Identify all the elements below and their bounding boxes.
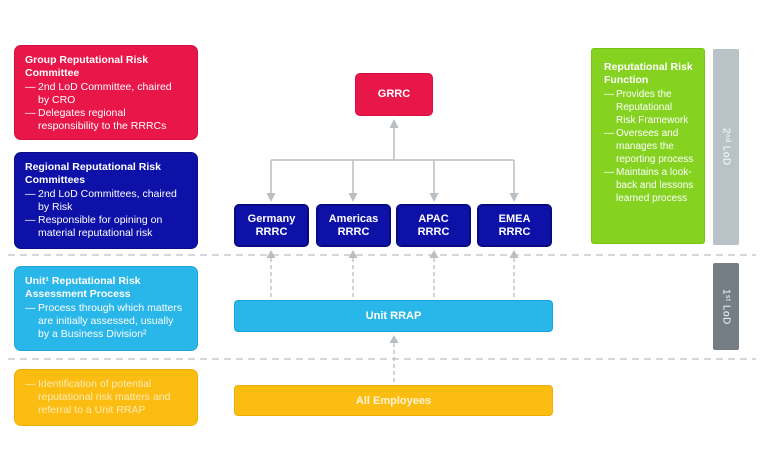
panel-unit-rrap-process: Unit¹ Reputational Risk Assessment Proce… <box>14 266 198 351</box>
bullet-item: — Oversees and manages the reporting pro… <box>604 127 694 166</box>
node-emea-rrrc: EMEA RRRC <box>477 204 552 247</box>
panel-title: Reputational Risk Function <box>604 61 693 86</box>
lod-bar-2nd: 2ⁿᵈ LoD <box>713 49 739 245</box>
panel-reputational-risk-function: Reputational Risk Function — Provides th… <box>591 48 705 244</box>
bullet-text: Delegates regional responsibility to the… <box>38 107 167 132</box>
bullet-text: Responsible for opining on material repu… <box>38 214 163 239</box>
node-americas-rrrc: Americas RRRC <box>316 204 391 247</box>
bullet-text: Identification of potential reputational… <box>38 378 171 416</box>
bullet-item: — 2nd LoD Committees, chaired by Risk <box>25 188 183 214</box>
bullet-text: Maintains a look-back and lessons learne… <box>616 167 694 204</box>
lod-bar-1st: 1ˢᵗ LoD <box>713 263 739 350</box>
panel-title: Unit¹ Reputational Risk Assessment Proce… <box>25 275 141 300</box>
bullet-text: Process through which matters are initia… <box>38 302 183 340</box>
bullet-dash: — <box>25 214 36 226</box>
node-all-employees: All Employees <box>234 385 553 416</box>
bullet-dash: — <box>25 107 36 119</box>
bullet-item: — Identification of potential reputation… <box>25 378 183 417</box>
bullet-dash: — <box>604 128 614 139</box>
panel-regional-rrc: Regional Reputational Risk Committees — … <box>14 152 198 249</box>
panel-title: Group Reputational Risk Committee <box>25 54 149 79</box>
panel-title: Regional Reputational Risk Committees <box>25 161 161 186</box>
node-germany-rrrc: Germany RRRC <box>234 204 309 247</box>
node-grrc: GRRC <box>355 73 433 116</box>
panel-group-rrc: Group Reputational Risk Committee — 2nd … <box>14 45 198 140</box>
bullet-dash: — <box>604 89 614 100</box>
lod-bar-label: 2ⁿᵈ LoD <box>720 128 732 166</box>
bullet-item: — Maintains a look-back and lessons lear… <box>604 166 694 205</box>
bullet-dash: — <box>25 188 36 200</box>
node-apac-rrrc: APAC RRRC <box>396 204 471 247</box>
node-unit-rrap: Unit RRAP <box>234 300 553 332</box>
bullet-dash: — <box>25 378 36 390</box>
bullet-text: Oversees and manages the reporting proce… <box>616 128 694 165</box>
bullet-item: — Provides the Reputational Risk Framewo… <box>604 88 694 127</box>
bullet-dash: — <box>25 302 36 314</box>
bullet-text: 2nd LoD Committee, chaired by CRO <box>38 81 172 106</box>
bullet-item: — Delegates regional responsibility to t… <box>25 107 183 133</box>
bullet-item: — Process through which matters are init… <box>25 302 183 341</box>
bullet-text: Provides the Reputational Risk Framework <box>616 89 689 126</box>
bullet-item: — 2nd LoD Committee, chaired by CRO <box>25 81 183 107</box>
panel-identification: — Identification of potential reputation… <box>14 369 198 426</box>
bullet-dash: — <box>25 81 36 93</box>
bullet-dash: — <box>604 167 614 178</box>
bullet-text: 2nd LoD Committees, chaired by Risk <box>38 188 177 213</box>
bullet-item: — Responsible for opining on material re… <box>25 214 183 240</box>
lod-bar-label: 1ˢᵗ LoD <box>720 288 732 325</box>
